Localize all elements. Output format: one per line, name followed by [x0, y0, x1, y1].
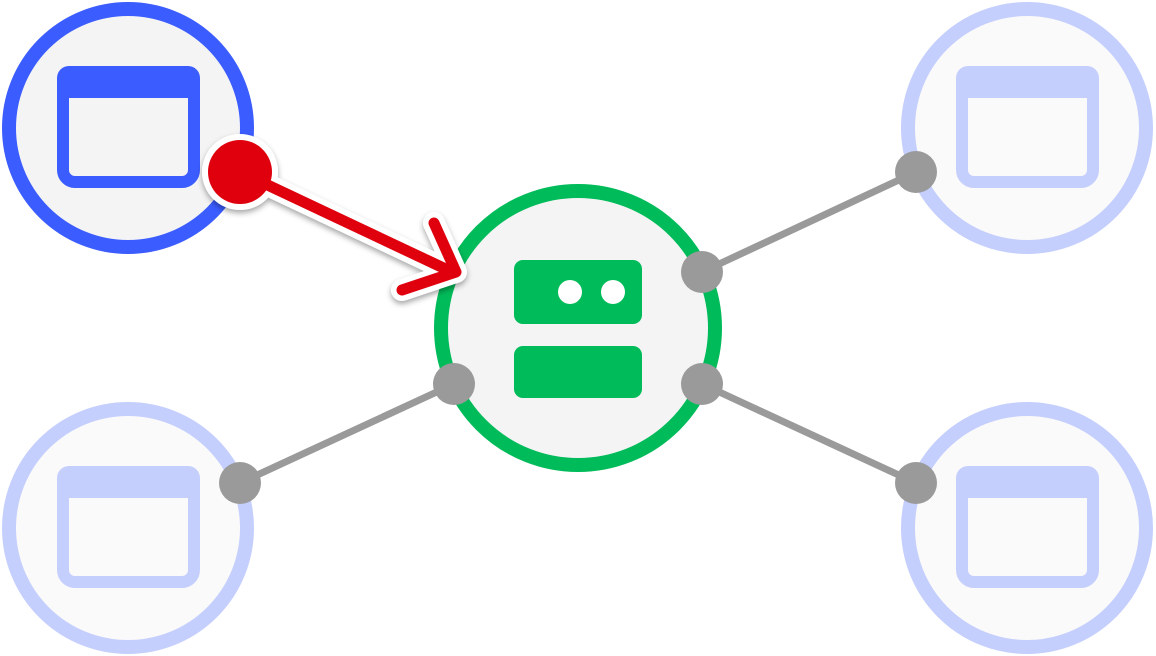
arrow-head	[396, 217, 462, 296]
client-ring-bottom-right	[901, 402, 1153, 654]
client-node-top-left[interactable]	[2, 2, 254, 254]
client-node-bottom-right[interactable]	[901, 402, 1153, 654]
client-node-bottom-left[interactable]	[2, 402, 254, 654]
server-node-center[interactable]	[434, 184, 722, 472]
server-ring	[434, 184, 722, 472]
browser-window-icon	[57, 466, 200, 588]
connector-dot	[895, 151, 937, 193]
request-arrow	[202, 134, 467, 301]
connector-dots	[219, 151, 937, 504]
browser-window-icon	[956, 66, 1099, 188]
client-ring-top-left	[2, 2, 254, 254]
client-ring-top-right	[901, 2, 1153, 254]
browser-window-icon	[956, 466, 1099, 588]
connector-dot	[681, 251, 723, 293]
client-node-top-right[interactable]	[901, 2, 1153, 254]
client-ring-bottom-left	[2, 402, 254, 654]
connector-dot	[433, 363, 475, 405]
arrow-origin-dot	[208, 140, 272, 204]
connection-line-bottom-right	[698, 380, 920, 487]
connections	[236, 168, 920, 487]
connector-dot	[681, 363, 723, 405]
connector-dot	[219, 462, 261, 504]
connection-line-bottom-left	[236, 380, 458, 487]
connection-line-top-right	[698, 168, 920, 276]
browser-window-icon	[57, 66, 200, 188]
server-icon	[514, 260, 642, 398]
connector-dot	[895, 462, 937, 504]
